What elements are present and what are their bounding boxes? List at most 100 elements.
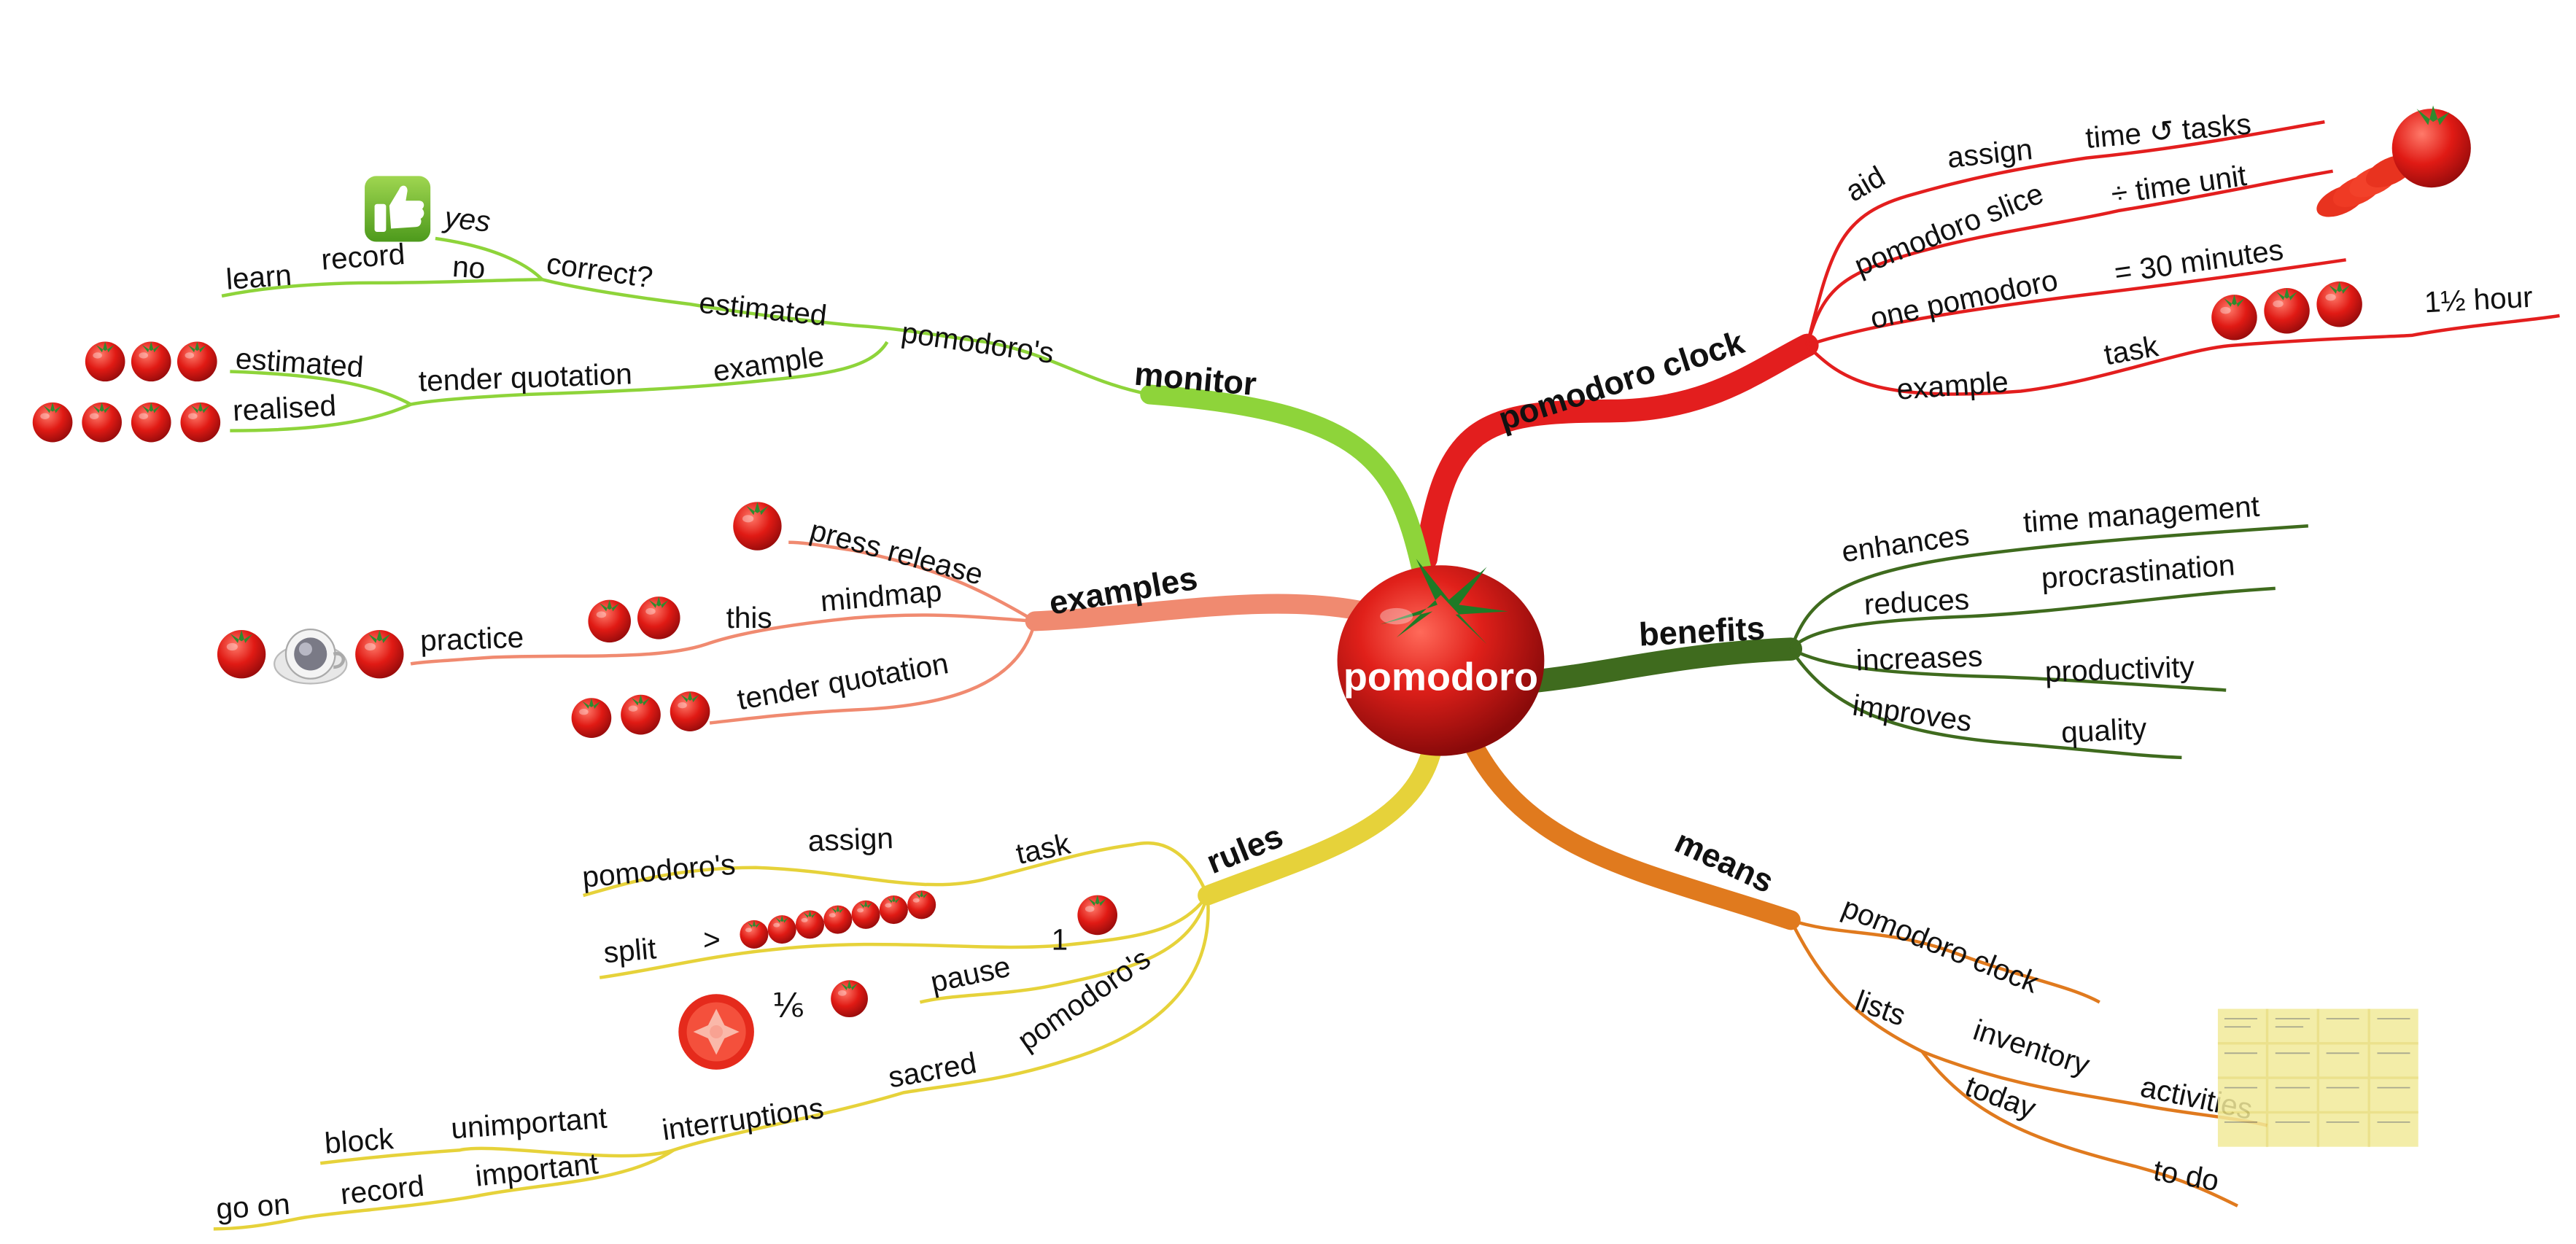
tomato-icon [831,980,868,1018]
tomato-icon [32,402,73,443]
node-time-unit: ÷ time unit [2109,158,2249,211]
node-aid: aid [1839,159,1890,208]
node-estimated2-monitor: estimated [234,341,365,384]
node-tender-quotation-monitor: tender quotation [418,357,632,397]
means-lines [1789,918,2268,1208]
node-split: split [602,931,658,969]
node-unimportant: unimportant [450,1101,608,1146]
node-one-sixth: ⅙ [772,987,804,1025]
node-interruptions: interruptions [660,1091,826,1147]
monitor-lines [221,236,1151,432]
node-task: task [2101,329,2161,371]
benefits-lines [1789,524,2308,760]
tomato-icon [823,905,853,934]
tomato-icon [355,630,404,679]
benefits-labels: benefits enhances time management reduce… [1638,489,2261,750]
center-label: pomodoro [1343,655,1538,699]
node-task-rules: task [1013,826,1074,871]
rules-lines [213,841,1210,1231]
node-reduces: reduces [1863,582,1970,621]
examples-lines [410,540,1037,725]
node-practice: practice [419,620,524,657]
tomato-icon [82,402,122,443]
task-tomato-icons [2211,281,2362,341]
tomato-icon [2316,281,2362,327]
examples-tomato-icons [217,502,782,738]
tomato-icon [621,694,661,735]
branch-rules [1198,737,1443,906]
node-pomodoros-rules: pomodoro's [581,847,737,894]
pomodoro-clock-labels: pomodoro clock aid assign time ↺ tasks p… [1494,106,2533,438]
node-assign-rules: assign [807,821,894,858]
tomato-icon [795,910,825,939]
tomato-icon [767,915,796,944]
node-estimated-monitor: estimated [697,286,829,333]
node-block: block [323,1121,395,1160]
node-yes: yes [441,200,492,238]
node-one: 1 [1052,922,1068,956]
node-increases: increases [1855,639,1983,677]
node-record-monitor: record [320,237,406,276]
sticky-notes-image [2217,1008,2418,1147]
branch-examples [1025,594,1374,631]
monitor-labels: monitor pomodoro's estimated correct? ye… [225,200,1258,427]
node-1-5-hour: 1½ hour [2424,280,2534,319]
node-learn: learn [225,258,292,296]
monitor-tomato-icons [32,341,221,443]
node-pomodoros-monitor: pomodoro's [899,315,1056,370]
main-branches [1025,333,1819,930]
node-correct: correct? [545,246,655,295]
node-mindmap: mindmap [819,574,943,618]
node-productivity: productivity [2044,650,2195,688]
node-go-on: go on [215,1187,291,1226]
node-greater-than: > [703,922,721,956]
node-inventory: inventory [1969,1013,2094,1082]
node-important: important [473,1146,600,1192]
branch-benefits [1516,637,1803,693]
tomato-icon [180,402,221,443]
tomato-icon [2211,295,2257,341]
node-no: no [451,249,486,285]
branch-label-benefits: benefits [1638,610,1766,653]
tomato-icon [740,920,769,949]
node-realised: realised [232,389,337,427]
center-tomato: pomodoro [1337,559,1545,756]
branch-monitor [1140,384,1431,578]
branch-pomodoro-clock [1414,333,1819,571]
tomato-icon [670,691,710,731]
node-enhances: enhances [1839,518,1971,569]
tomato-icon [588,599,631,643]
tomato-icon [2264,288,2310,334]
tomato-icon [131,341,171,382]
node-time-tasks: time ↺ tasks [2084,106,2253,155]
tomato-stem [1380,559,1508,645]
tomato-icon [85,341,125,382]
branch-means [1460,729,1801,930]
means-labels: means pomodoro clock lists inventory act… [1669,823,2256,1197]
node-this: this [726,601,772,634]
tomato-icon [907,890,936,920]
node-improves: improves [1850,688,1974,738]
node-one-pomodoro: one pomodoro [1867,263,2060,335]
sliced-tomato-image [2316,105,2471,217]
pomodoro-clock-lines [1805,120,2560,396]
node-pomodoros-sacred: pomodoro's [1012,941,1157,1057]
tomato-icon [851,900,880,929]
node-lists: lists [1851,984,1910,1033]
examples-labels: examples press release mindmap this prac… [419,513,1200,717]
tomato-icon [733,502,782,551]
thumbs-up-icon [365,176,431,242]
tomato-icon [879,895,908,925]
coffee-cup-icon [273,629,348,685]
tomato-slice-icon [678,994,754,1070]
node-pomodoro-clock-means: pomodoro clock [1837,890,2044,1000]
tomato-icon [131,402,171,443]
tomato-icon [217,630,266,679]
node-quality: quality [2060,711,2148,749]
tomato-icon [1077,895,1118,936]
tomato-icon [571,698,612,738]
tomato-icon [176,341,217,382]
node-sacred: sacred [885,1046,979,1094]
node-to-do: to do [2151,1153,2222,1197]
